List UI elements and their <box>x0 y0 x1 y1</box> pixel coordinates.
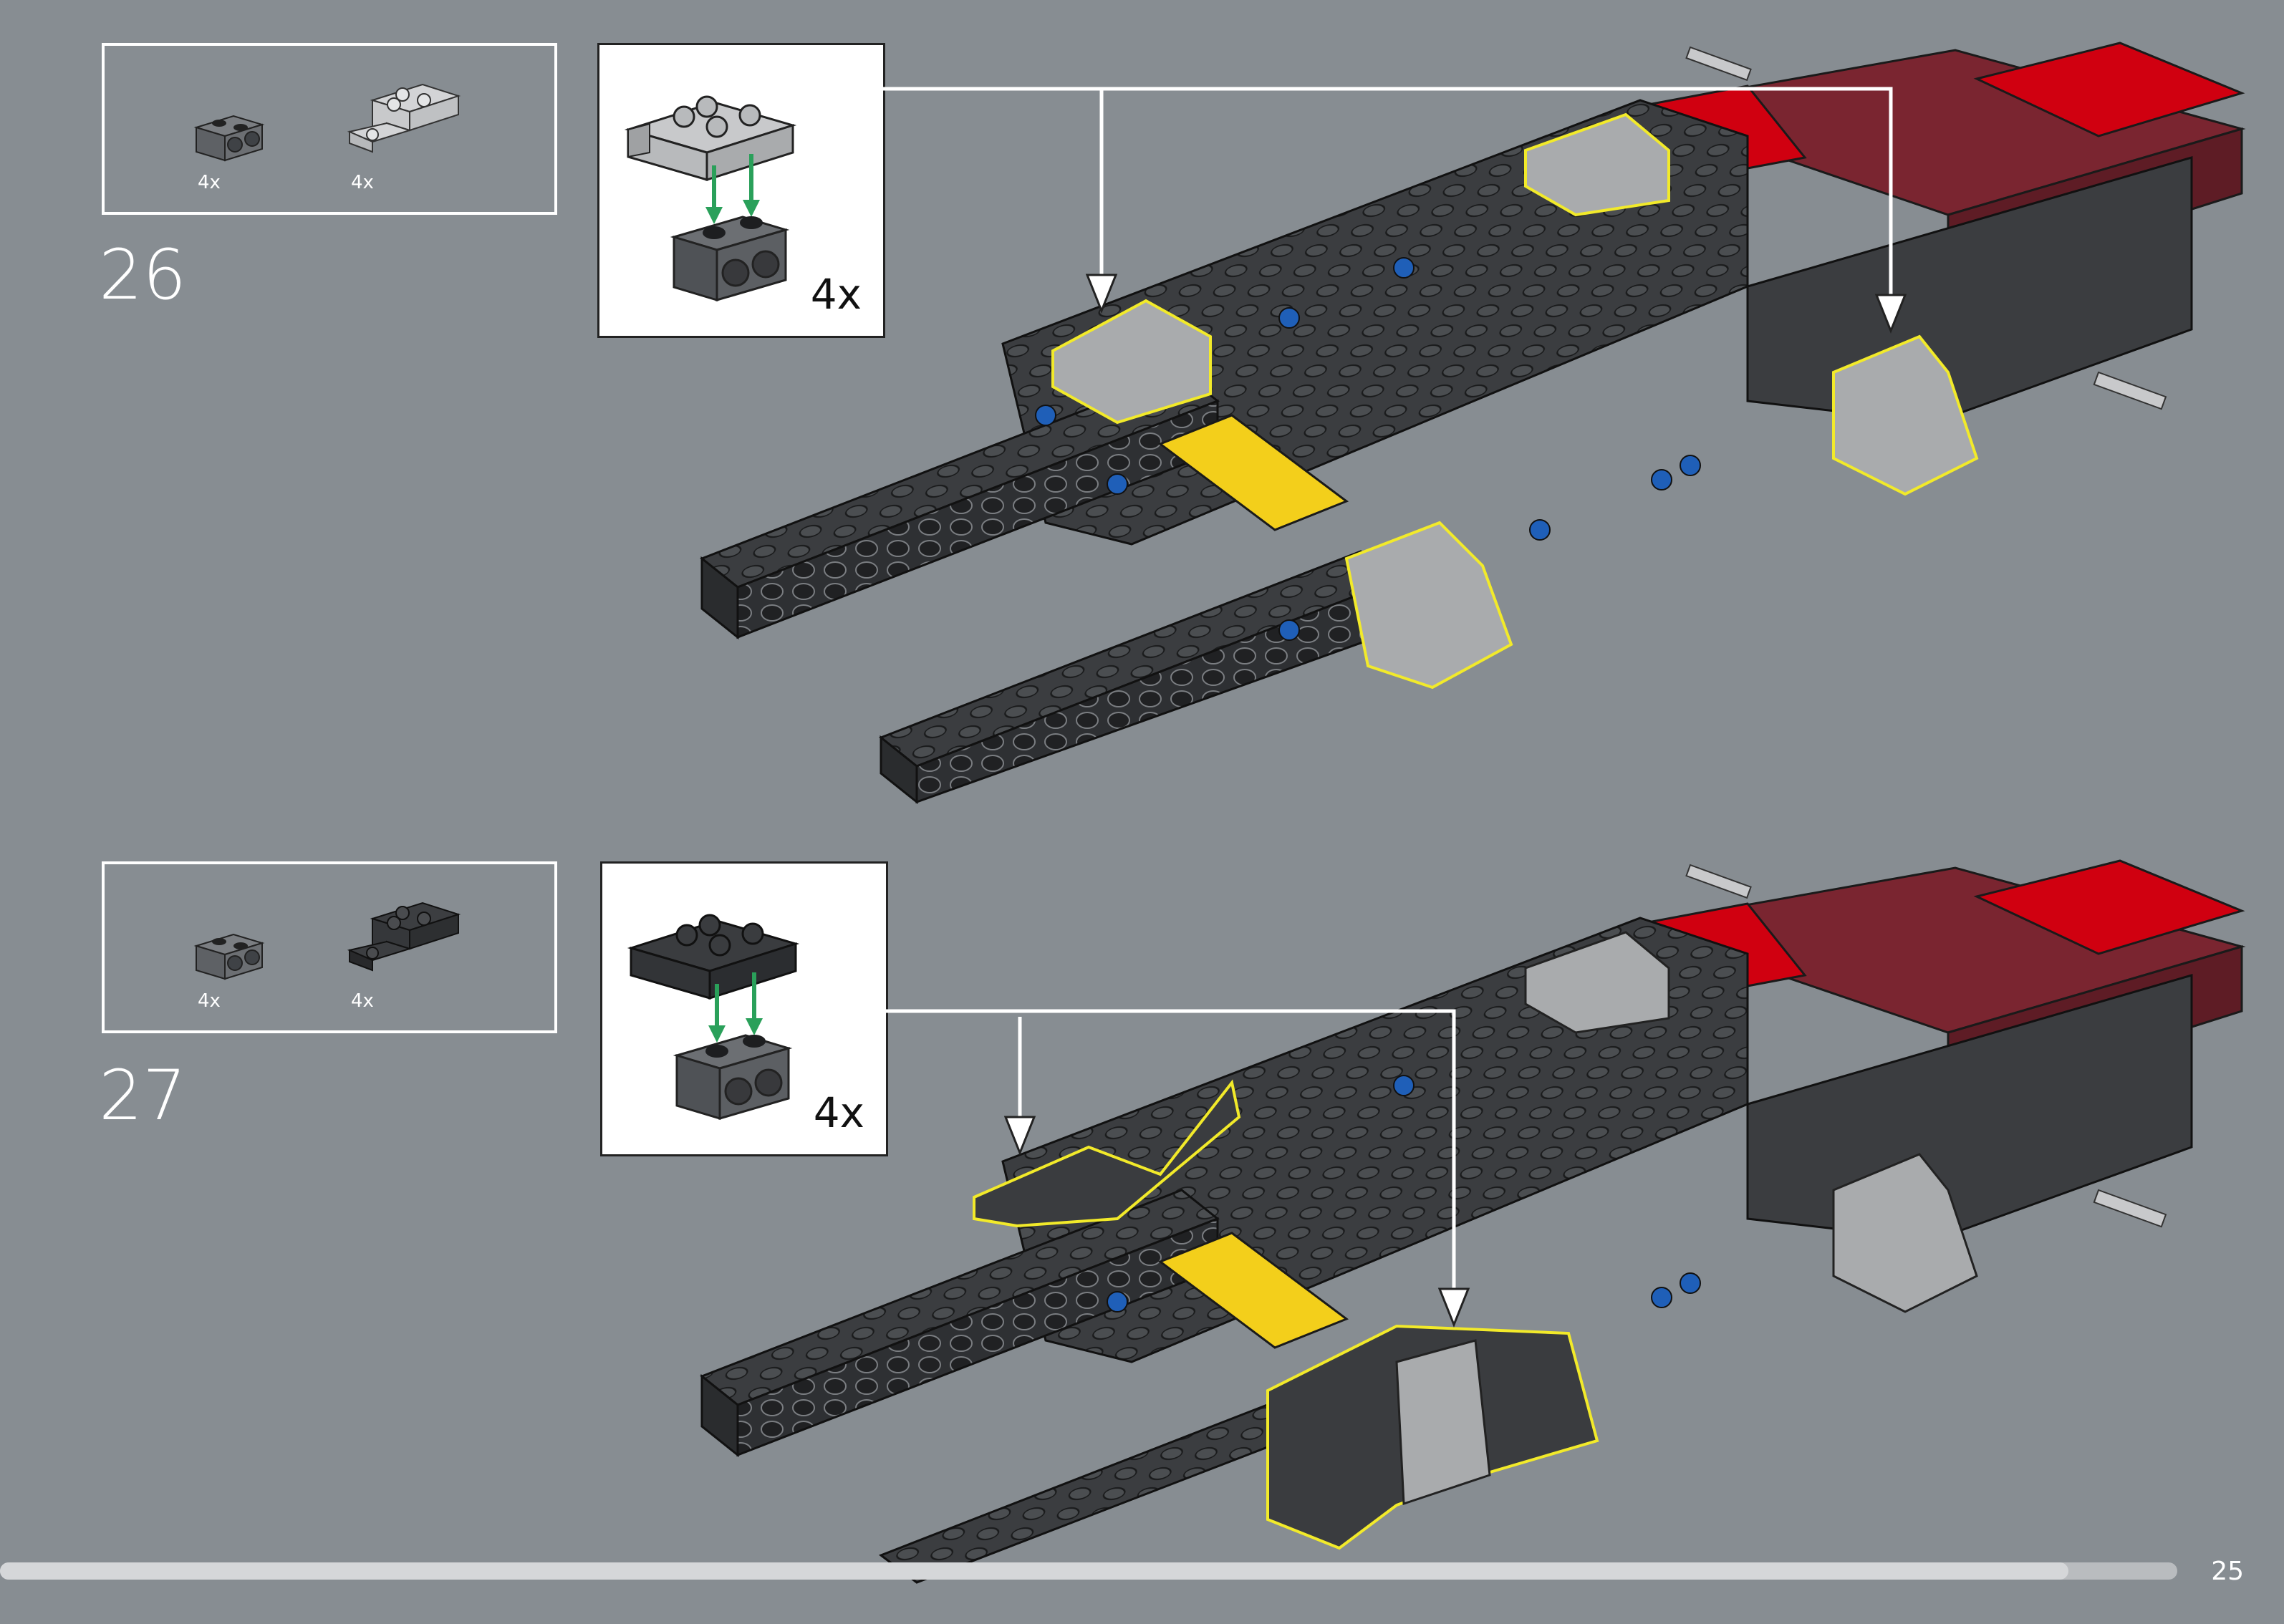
part-qty: 4x <box>198 990 221 1012</box>
subassembly-illustration <box>627 914 800 1121</box>
part-qty: 4x <box>351 172 374 193</box>
dark-grey-technic-brick-1x2-icon <box>193 933 265 980</box>
light-grey-bracket-icon <box>347 83 461 153</box>
parts-list-step-27: 4x 4x <box>102 861 557 1033</box>
callout-qty: 4x <box>810 270 862 319</box>
part-qty: 4x <box>198 172 221 193</box>
subassembly-illustration <box>624 95 797 302</box>
dark-grey-technic-brick-1x2-icon <box>193 115 265 162</box>
callout-qty: 4x <box>813 1088 864 1137</box>
callout-step-26: 4x <box>597 43 885 338</box>
page-progress-bar <box>0 1562 2177 1580</box>
step-number: 26 <box>99 235 187 315</box>
model-illustration-step-26 <box>700 42 2246 805</box>
parts-list-step-26: 4x 4x <box>102 43 557 215</box>
part-qty: 4x <box>351 990 374 1012</box>
black-bracket-icon <box>347 902 461 972</box>
page-number: 25 <box>2211 1557 2244 1586</box>
step-number: 27 <box>99 1055 187 1136</box>
callout-step-27: 4x <box>600 861 888 1156</box>
page-progress-fill <box>0 1562 2068 1580</box>
